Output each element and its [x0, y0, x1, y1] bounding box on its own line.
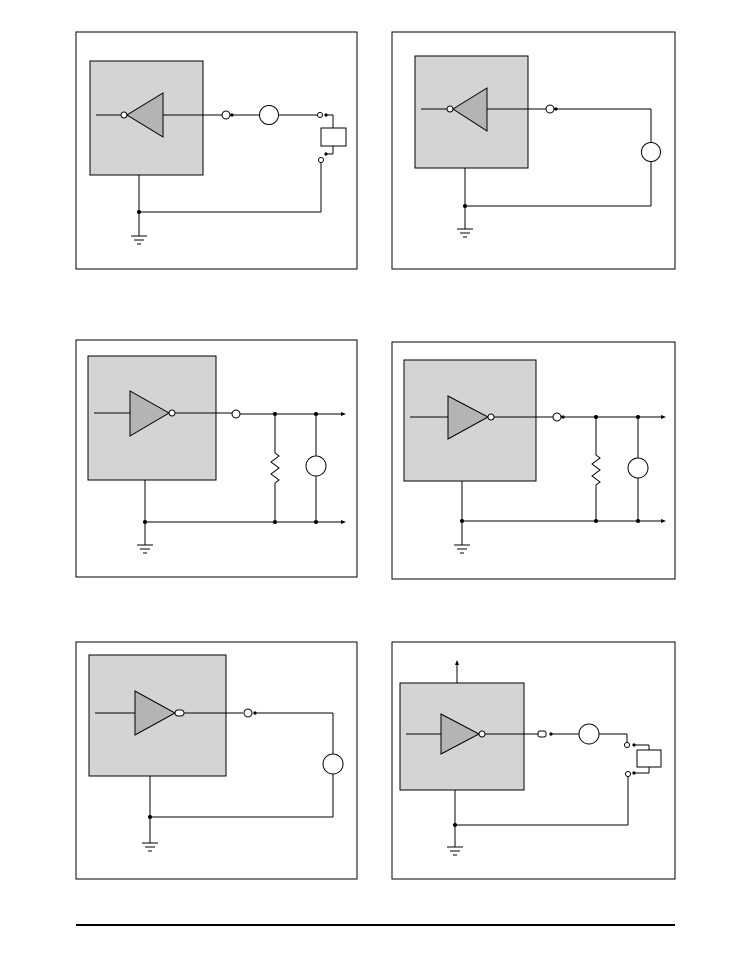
output-pin: [221, 110, 231, 120]
output-arrow-icon: [341, 412, 346, 416]
output-arrow-icon: [661, 519, 666, 523]
meter-icon: [259, 105, 279, 125]
buffer-gate-icon: [447, 395, 490, 440]
junction-dot: [453, 823, 457, 827]
buffer-gate-icon: [129, 390, 171, 437]
junction-dot: [632, 771, 636, 775]
meter-icon: [627, 457, 649, 479]
output-pin: [537, 730, 547, 738]
panel-frame: [75, 31, 358, 270]
junction-dot: [324, 152, 328, 156]
panel-4: [391, 341, 676, 580]
ground-icon: [454, 545, 470, 553]
junction-dot: [137, 210, 141, 214]
junction-dot: [314, 520, 318, 524]
junction-dot: [148, 815, 152, 819]
buffer-gate-icon: [440, 713, 481, 755]
buffer-gate-icon: [134, 690, 177, 736]
output-pin: [231, 409, 241, 419]
panel-frame: [391, 31, 676, 270]
relay-terminal: [624, 742, 630, 748]
output-bubble: [168, 409, 176, 417]
resistor-icon: [592, 455, 600, 485]
meter-icon: [578, 723, 600, 745]
ground-icon: [137, 545, 153, 553]
panel-frame: [391, 641, 676, 880]
panel-3: [75, 339, 358, 578]
junction-dot: [636, 519, 640, 523]
relay-terminal: [318, 157, 324, 163]
output-bubble: [487, 413, 495, 421]
meter-icon: [641, 142, 661, 162]
panel-5: [75, 641, 358, 880]
panel-frame: [391, 341, 676, 580]
output-pin: [545, 104, 555, 114]
output-bubble: [478, 730, 486, 738]
panel-1: [75, 31, 358, 270]
meter-icon: [322, 753, 344, 775]
output-bubble: [174, 709, 185, 717]
output-arrow-icon: [341, 520, 346, 524]
relay-coil-icon: [320, 127, 347, 147]
supply-arrow-icon: [455, 660, 459, 665]
junction-dot: [460, 519, 464, 523]
junction-dot: [463, 204, 467, 208]
relay-terminal: [625, 771, 631, 777]
ic-package: [89, 60, 204, 176]
output-pin: [243, 708, 253, 718]
panel-frame: [75, 339, 358, 578]
junction-dot: [273, 520, 277, 524]
meter-icon: [305, 455, 327, 477]
output-arrow-icon: [661, 415, 666, 419]
resistor-icon: [271, 453, 279, 483]
relay-coil-icon: [636, 749, 662, 768]
ground-icon: [142, 843, 158, 851]
relay-terminal: [317, 112, 323, 118]
ground-icon: [131, 236, 147, 244]
output-pin: [552, 412, 562, 422]
ground-icon: [447, 847, 463, 855]
panel-6: [391, 641, 676, 880]
panel-2: [391, 31, 676, 270]
junction-dot: [143, 520, 147, 524]
ground-icon: [457, 229, 473, 237]
junction-dot: [594, 519, 598, 523]
panel-frame: [75, 641, 358, 880]
